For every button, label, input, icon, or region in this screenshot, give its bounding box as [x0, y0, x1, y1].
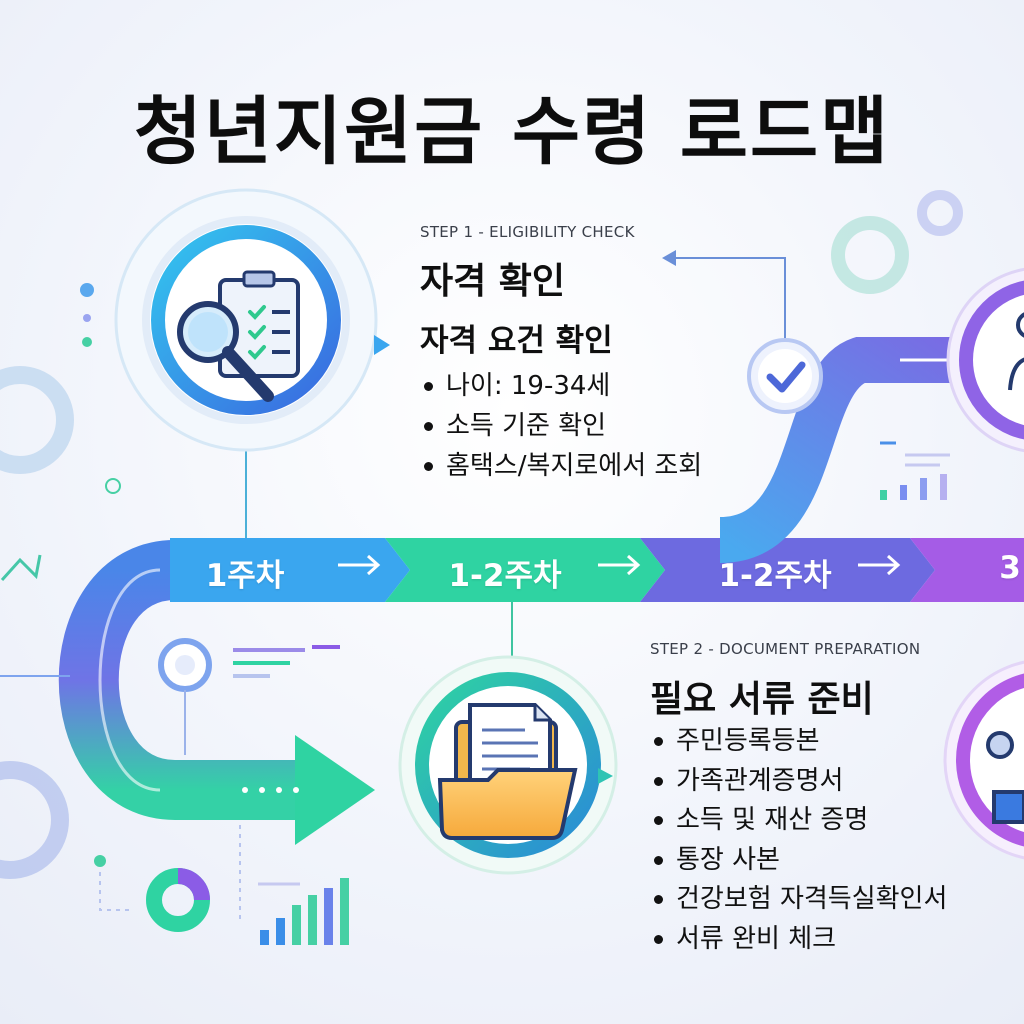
list-item: 홈택스/복지로에서 조회	[420, 446, 702, 486]
week-label-4: 3	[999, 550, 1021, 586]
list-item: 통장 사본	[650, 841, 947, 881]
step1-label: STEP 1 - ELIGIBILITY CHECK	[420, 223, 635, 241]
step1-bullet-list: 나이: 19-34세 소득 기준 확인 홈택스/복지로에서 조회	[420, 366, 702, 486]
road-segment-2	[385, 538, 665, 602]
check-badge-icon	[747, 338, 823, 414]
step2-title: 필요 서류 준비	[650, 679, 874, 720]
road-left-loop	[58, 540, 300, 820]
user-icon	[1008, 312, 1024, 391]
gear-icon	[0, 366, 74, 474]
gear-icon	[831, 216, 909, 294]
list-item: 가족관계증명서	[650, 762, 947, 802]
list-item: 나이: 19-34세	[420, 366, 702, 406]
folder-document-icon	[437, 703, 578, 840]
clipboard-magnifier-icon	[177, 270, 300, 402]
donut-chart-icon	[146, 868, 210, 932]
road-up-curve	[718, 337, 990, 563]
step1-title: 자격 확인	[420, 261, 566, 302]
list-item: 소득 기준 확인	[420, 406, 702, 446]
week-label-3: 1-2주차	[718, 558, 832, 594]
gear-icon	[0, 761, 69, 879]
gear-icon	[917, 190, 963, 236]
list-item: 서류 완비 체크	[650, 920, 947, 960]
step1-subtitle: 자격 요건 확인	[420, 323, 613, 359]
list-item: 소득 및 재산 증명	[650, 801, 947, 841]
page-title: 청년지원금 수령 로드맵	[133, 89, 891, 175]
step2-bullet-list: 주민등록등본 가족관계증명서 소득 및 재산 증명 통장 사본 건강보험 자격득…	[650, 722, 947, 959]
user-group-icon	[986, 731, 1024, 824]
list-item: 주민등록등본	[650, 722, 947, 762]
road-segment-3	[640, 538, 935, 602]
week-label-2: 1-2주차	[448, 558, 562, 594]
step2-label: STEP 2 - DOCUMENT PREPARATION	[650, 640, 921, 658]
progress-toggle-icon	[158, 638, 340, 755]
week-label-1: 1주차	[205, 558, 285, 594]
bar-chart-icon	[258, 878, 349, 945]
road-segment-4	[910, 538, 1024, 602]
mini-line-chart-icon	[0, 554, 42, 582]
road-arrow-head	[295, 735, 375, 845]
road-segment-1	[170, 538, 410, 602]
list-item: 건강보험 자격득실확인서	[650, 880, 947, 920]
mini-bar-chart-icon	[880, 441, 950, 500]
